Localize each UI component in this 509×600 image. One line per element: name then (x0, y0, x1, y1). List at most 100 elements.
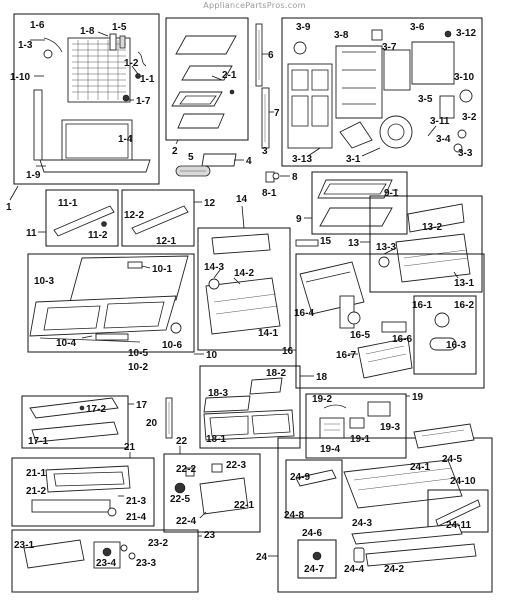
shelf-2-top[interactable] (175, 35, 237, 55)
part-19-1-sensor[interactable] (349, 417, 365, 429)
part-24-1-basket[interactable] (343, 459, 463, 509)
part-3-12-panel[interactable] (411, 41, 455, 85)
part-21-1-housing[interactable] (45, 465, 131, 493)
part-9-1-glass[interactable] (317, 179, 393, 199)
part-17-upper-trim[interactable] (29, 397, 119, 419)
part-3-8-duct[interactable] (335, 45, 383, 119)
group-2-box (165, 17, 249, 141)
part-1-7-screw[interactable] (122, 94, 130, 102)
part-8-cap[interactable] (272, 172, 280, 180)
label-24-4: 24-4 (344, 564, 364, 575)
part-21-3-panel[interactable] (31, 499, 111, 513)
part-24-2-rail[interactable] (365, 543, 477, 567)
part-16-2-valve[interactable] (434, 312, 450, 328)
part-22-2-clip[interactable] (185, 467, 195, 477)
part-17-1-trim[interactable] (31, 421, 119, 443)
part-3-6-screw[interactable] (444, 30, 452, 38)
label-3-2: 3-2 (462, 112, 477, 123)
part-18-2-insert[interactable] (249, 377, 283, 395)
group-24-box (277, 437, 493, 593)
part-10-frame[interactable] (29, 295, 177, 337)
part-24-3-rail[interactable] (351, 523, 463, 545)
part-1-5-clip[interactable] (109, 33, 117, 51)
label-22-5: 22-5 (170, 494, 190, 505)
part-23-3-cap[interactable] (128, 552, 136, 560)
label-13-2: 13-2 (422, 222, 442, 233)
part-1-4-cover[interactable] (61, 119, 133, 163)
part-10-6-knob[interactable] (170, 322, 182, 334)
part-22-3-clip[interactable] (211, 463, 223, 473)
part-21-4-cap[interactable] (107, 507, 117, 517)
part-23-1-cover[interactable] (23, 539, 85, 569)
part-7-rail[interactable] (261, 87, 270, 149)
part-22-1-bracket[interactable] (199, 477, 249, 515)
part-24-4-roller[interactable] (353, 547, 365, 563)
part-14-3-roller[interactable] (208, 278, 220, 290)
part-24-9-rail[interactable] (295, 469, 337, 487)
part-14-front[interactable] (211, 233, 271, 255)
part-1-5-bracket[interactable] (119, 35, 126, 49)
part-10-5-trim[interactable] (95, 333, 129, 341)
label-23: 23 (204, 530, 216, 541)
group-24-8-box (285, 459, 343, 519)
part-3-7-damper[interactable] (383, 49, 411, 91)
part-1-3-wire[interactable] (43, 37, 63, 53)
shelf-2-1[interactable] (171, 91, 223, 107)
part-17-2-screw[interactable] (79, 405, 85, 411)
part-19-3-switch[interactable] (367, 401, 391, 417)
part-12-1-rail[interactable] (131, 205, 189, 235)
shelf-stopper[interactable] (229, 89, 235, 95)
part-10-3-glass[interactable] (69, 255, 189, 303)
part-22-5-gear[interactable] (174, 482, 186, 494)
part-3-2-grommet[interactable] (457, 129, 467, 139)
shelf-2-bottom[interactable] (177, 113, 225, 129)
part-3-10-bracket[interactable] (459, 89, 473, 103)
part-23-2-cap[interactable] (120, 544, 128, 552)
label-1-9: 1-9 (26, 170, 41, 181)
part-16-6-cover[interactable] (381, 321, 407, 333)
part-13-1-drawer[interactable] (395, 233, 471, 283)
part-1-9-drain-tray[interactable] (39, 159, 151, 173)
part-4-cover[interactable] (201, 153, 237, 167)
part-24-5-bracket[interactable] (413, 423, 475, 449)
label-3-6: 3-6 (410, 22, 425, 33)
part-3-3-grommet[interactable] (453, 143, 463, 153)
label-24-7: 24-7 (304, 564, 324, 575)
part-18-3-insert[interactable] (203, 395, 251, 413)
label-10-3: 10-3 (34, 276, 54, 287)
label-20: 20 (146, 418, 158, 429)
part-16-7-board[interactable] (357, 337, 413, 379)
part-24-7-nut[interactable] (312, 551, 322, 561)
part-3-8-sensor[interactable] (371, 29, 383, 41)
part-3-1-fan-blade[interactable] (339, 121, 373, 149)
part-15-strip[interactable] (295, 239, 319, 247)
part-13-2-cover[interactable] (407, 203, 465, 233)
part-14-1-drawer[interactable] (205, 277, 281, 335)
part-23-4-nut[interactable] (102, 547, 112, 557)
part-16-3-filter[interactable] (429, 337, 457, 351)
label-17: 17 (136, 400, 148, 411)
part-9-frame[interactable] (319, 207, 393, 227)
part-3-13-duct-cover[interactable] (287, 63, 333, 149)
part-13-3-roller[interactable] (378, 256, 390, 268)
group-18-box (199, 365, 301, 449)
group-1-evaporator-assembly (13, 13, 160, 185)
part-11-1-rail[interactable] (53, 205, 115, 237)
part-1-4-side-rail[interactable] (33, 89, 43, 161)
part-11-2-screw[interactable] (101, 221, 107, 227)
part-3-1-fan-shroud[interactable] (379, 115, 413, 149)
part-3-9-grommet[interactable] (293, 41, 307, 55)
part-3-11-motor[interactable] (439, 95, 455, 119)
label-6: 6 (268, 50, 274, 61)
part-1-3-grommet[interactable] (43, 49, 53, 59)
part-10-1-cap[interactable] (127, 261, 143, 269)
part-24-11-rail[interactable] (435, 499, 481, 527)
part-16-5-motor[interactable] (347, 311, 361, 325)
evaporator-coil[interactable] (67, 37, 131, 103)
part-19-2-wire[interactable] (323, 404, 347, 409)
part-19-4-board[interactable] (319, 417, 345, 439)
part-10-2-strip[interactable] (39, 337, 141, 343)
shelf-2-middle[interactable] (181, 65, 233, 81)
part-1-2-sensor[interactable] (137, 51, 147, 67)
label-19-3: 19-3 (380, 422, 400, 433)
